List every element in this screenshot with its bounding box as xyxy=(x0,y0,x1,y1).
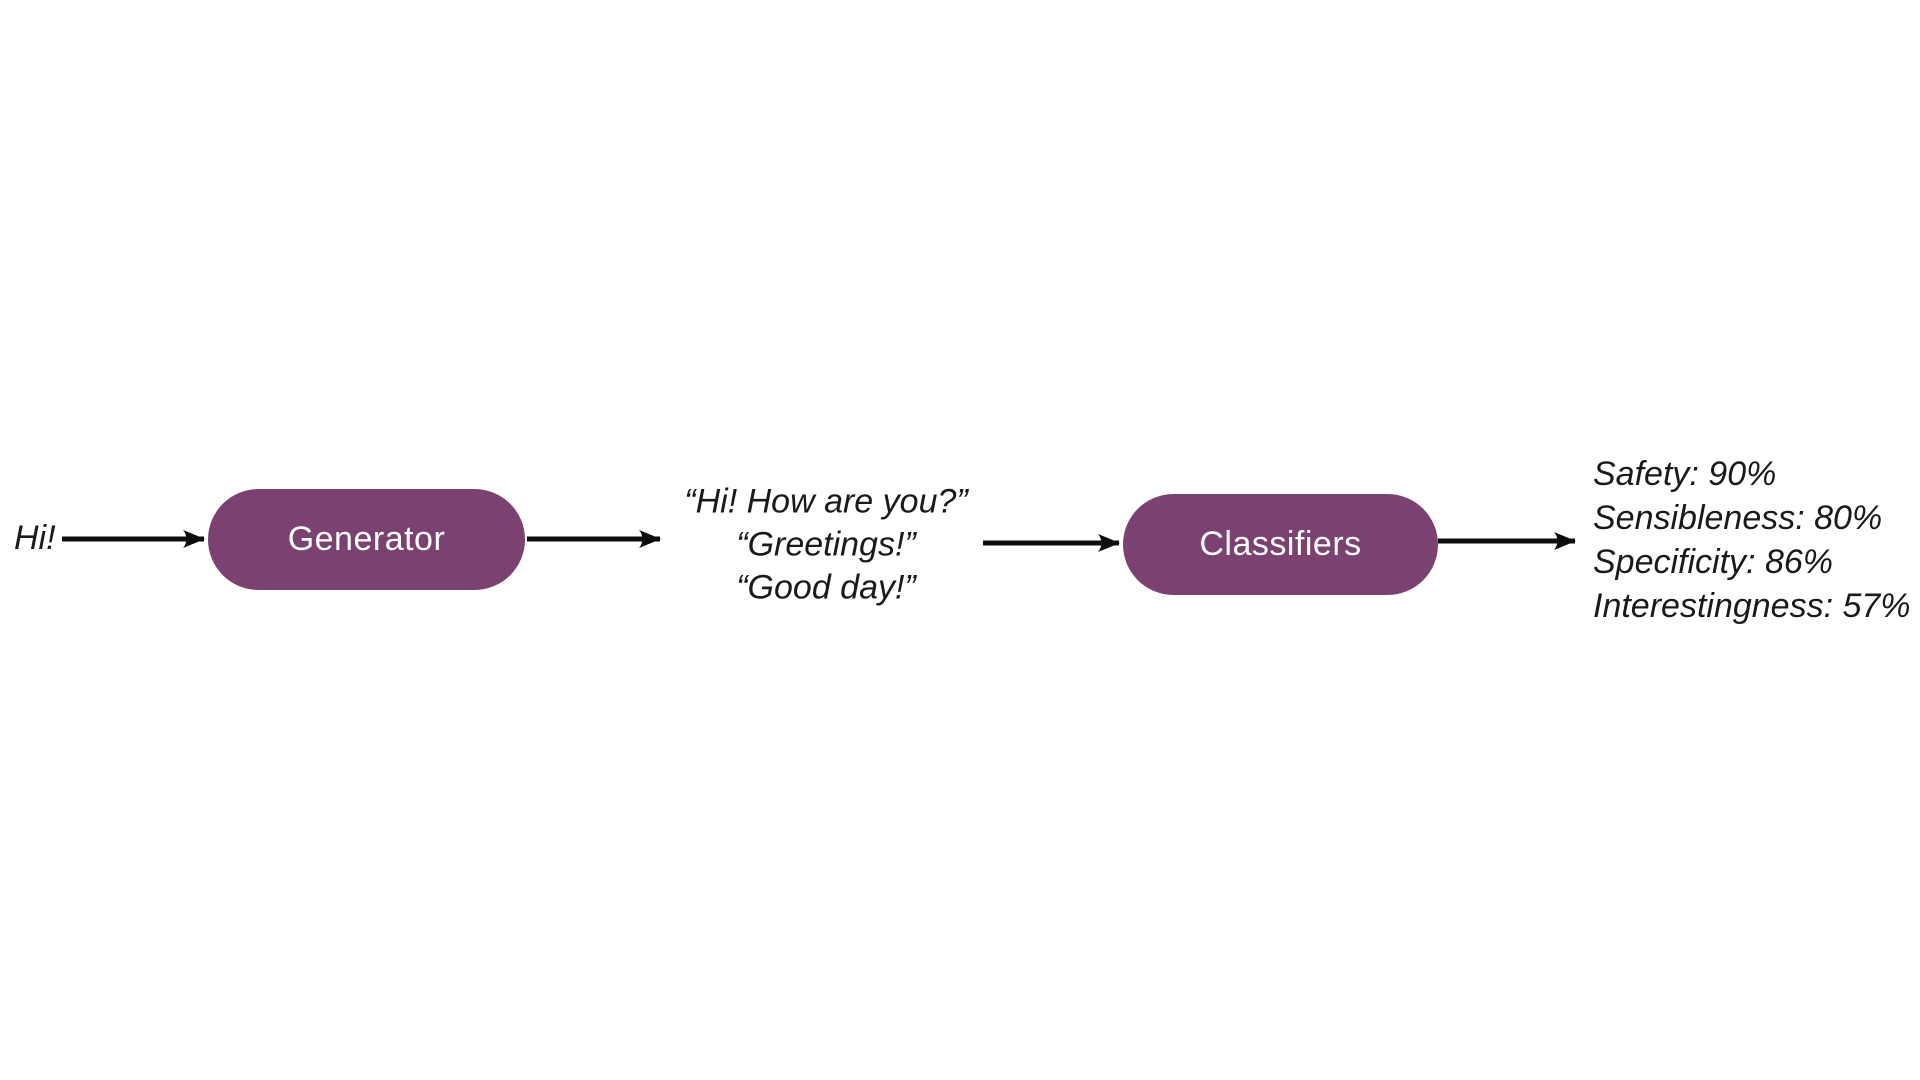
classifiers-label: Classifiers xyxy=(1199,525,1362,563)
generator-label: Generator xyxy=(287,520,446,558)
candidate-line: “Good day!” xyxy=(736,568,916,607)
generator-node: Generator xyxy=(208,489,525,590)
classifiers-node: Classifiers xyxy=(1123,494,1438,595)
candidate-responses: “Hi! How are you?” “Greetings!” “Good da… xyxy=(684,481,967,610)
score-line: Sensibleness: 80% xyxy=(1593,499,1883,537)
score-line: Safety: 90% xyxy=(1593,455,1777,493)
candidate-line: “Hi! How are you?” xyxy=(684,482,968,521)
score-line: Specificity: 86% xyxy=(1593,543,1833,581)
classifier-scores: Safety: 90% Sensibleness: 80% Specificit… xyxy=(1593,452,1911,628)
candidate-line: “Greetings!” xyxy=(736,525,916,564)
score-line: Interestingness: 57% xyxy=(1593,587,1911,625)
input-label: Hi! xyxy=(14,518,56,557)
